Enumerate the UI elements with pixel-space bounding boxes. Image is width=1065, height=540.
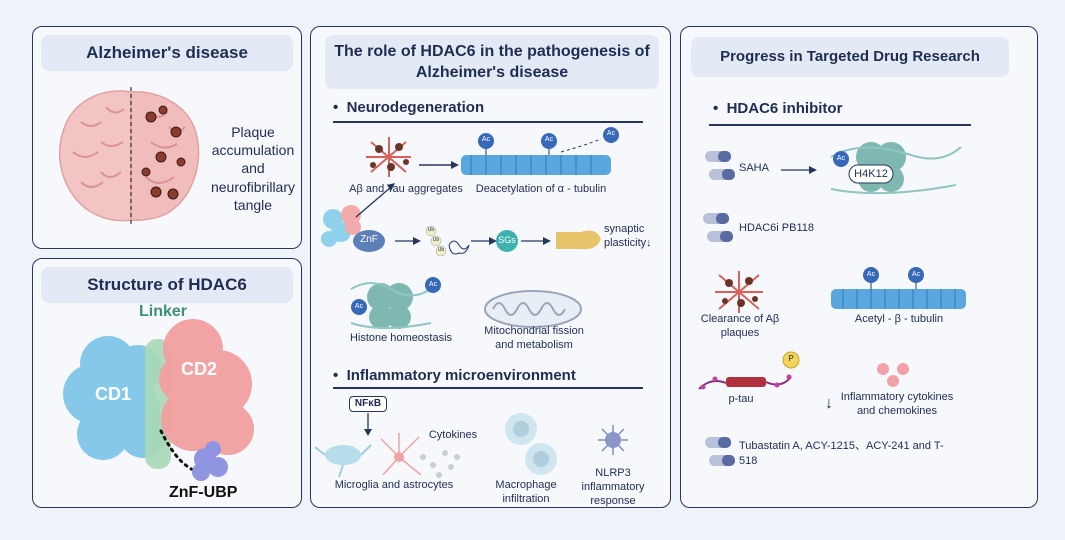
ac-badge-1: Ac bbox=[481, 136, 491, 143]
clearance-label: Clearance of Aβ plaques bbox=[700, 313, 780, 339]
structure-title: Structure of HDAC6 bbox=[41, 267, 293, 303]
hdac6-protein-illustration bbox=[63, 319, 254, 481]
nfkb-label: NFκB bbox=[354, 398, 382, 409]
plaque-description: Plaque accumulation and neurofibrillary … bbox=[210, 124, 296, 213]
inflammatory-label: Inflammatory microenvironment bbox=[346, 367, 576, 384]
inflammatory-rule bbox=[333, 387, 643, 389]
nfkb-box: NFκB bbox=[349, 396, 387, 412]
pathogenesis-title-line1: The role of HDAC6 in the pathogenesis of bbox=[334, 43, 650, 60]
bullet-icon: • bbox=[333, 367, 347, 384]
saha-label: SAHA bbox=[739, 162, 769, 174]
histone-label: Histone homeostasis bbox=[349, 332, 453, 344]
cd2-label: CD2 bbox=[181, 359, 218, 379]
ub-label-3: Ub bbox=[437, 247, 445, 253]
alzheimers-title: Alzheimer's disease bbox=[41, 35, 293, 71]
ub-label-1: Ub bbox=[427, 227, 435, 233]
neurodegeneration-label: Neurodegeneration bbox=[346, 99, 485, 116]
h4k12-label: H4K12 bbox=[854, 168, 888, 180]
hdac6-structure-panel: Structure of HDAC6 Linker CD1 CD2 ZnF-UB… bbox=[32, 258, 302, 508]
neurodegeneration-heading: • Neurodegeneration bbox=[333, 99, 484, 116]
ac-badge-3: Ac bbox=[606, 130, 616, 137]
abeta-tau-label: Aβ and Tau aggregates bbox=[349, 183, 463, 195]
ac-badge-tubulin-1: Ac bbox=[866, 271, 876, 278]
cytokines-label: Cytokines bbox=[428, 429, 478, 441]
cd1-label: CD1 bbox=[95, 384, 132, 404]
linker-label: Linker bbox=[139, 303, 188, 320]
inflammatory-heading: • Inflammatory microenvironment bbox=[333, 367, 576, 384]
ac-badge-2: Ac bbox=[544, 136, 554, 143]
ac-badge-4: Ac bbox=[354, 303, 364, 310]
bullet-icon: • bbox=[333, 99, 347, 116]
bullet-icon: • bbox=[713, 100, 727, 117]
znf-ubp-label: ZnF-UBP bbox=[169, 484, 238, 501]
inflam-cyto-label: Inflammatory cytokines and chemokines bbox=[840, 391, 954, 417]
ac-badge-5: Ac bbox=[428, 281, 438, 288]
p-badge: P bbox=[788, 354, 794, 363]
pb118-label: HDAC6i PB118 bbox=[739, 222, 814, 234]
hdac6-inhibitor-label: HDAC6 inhibitor bbox=[726, 100, 843, 117]
deacetylation-label: Deacetylation of α - tubulin bbox=[475, 183, 607, 195]
sgs-label: SGs bbox=[498, 235, 516, 245]
down-arrow-icon: ↓ bbox=[825, 395, 833, 412]
ac-badge-histone: Ac bbox=[836, 155, 846, 162]
alzheimers-panel: Alzheimer's disease Plaque accumulation … bbox=[32, 26, 302, 249]
pathogenesis-title: The role of HDAC6 in the pathogenesis of… bbox=[325, 35, 659, 89]
ptau-label: p-tau bbox=[728, 393, 754, 405]
pathogenesis-panel: The role of HDAC6 in the pathogenesis of… bbox=[310, 26, 671, 508]
drug-research-title: Progress in Targeted Drug Research bbox=[691, 37, 1009, 77]
mito-label: Mitochondrial fission and metabolism bbox=[484, 325, 584, 351]
neurodegeneration-illustration bbox=[321, 127, 619, 329]
nlrp3-label: NLRP3 inflammatory response bbox=[581, 467, 645, 507]
inflammatory-illustration bbox=[314, 413, 628, 478]
acetyl-tubulin-label: Acetyl - β - tubulin bbox=[854, 313, 944, 325]
synaptic-label: synaptic plasticity↓ bbox=[604, 223, 652, 249]
drug-research-panel: Progress in Targeted Drug Research • HDA… bbox=[680, 26, 1038, 508]
ac-badge-tubulin-2: Ac bbox=[911, 271, 921, 278]
hdac6-inhibitor-heading: • HDAC6 inhibitor bbox=[713, 100, 842, 117]
macrophage-label: Macrophage infiltration bbox=[495, 479, 557, 505]
ub-label-2: Ub bbox=[432, 237, 440, 243]
microglia-label: Microglia and astrocytes bbox=[334, 479, 454, 491]
neurodegeneration-rule bbox=[333, 121, 643, 123]
drug-illustration bbox=[698, 142, 966, 466]
pathogenesis-title-line2: Alzheimer's disease bbox=[415, 64, 569, 81]
inhibitor-rule bbox=[709, 124, 971, 126]
tubastatin-label: Tubastatin A, ACY-1215、ACY-241 and T-518 bbox=[739, 440, 944, 468]
brain-illustration bbox=[58, 87, 200, 227]
znf-label: ZnF bbox=[360, 234, 378, 245]
